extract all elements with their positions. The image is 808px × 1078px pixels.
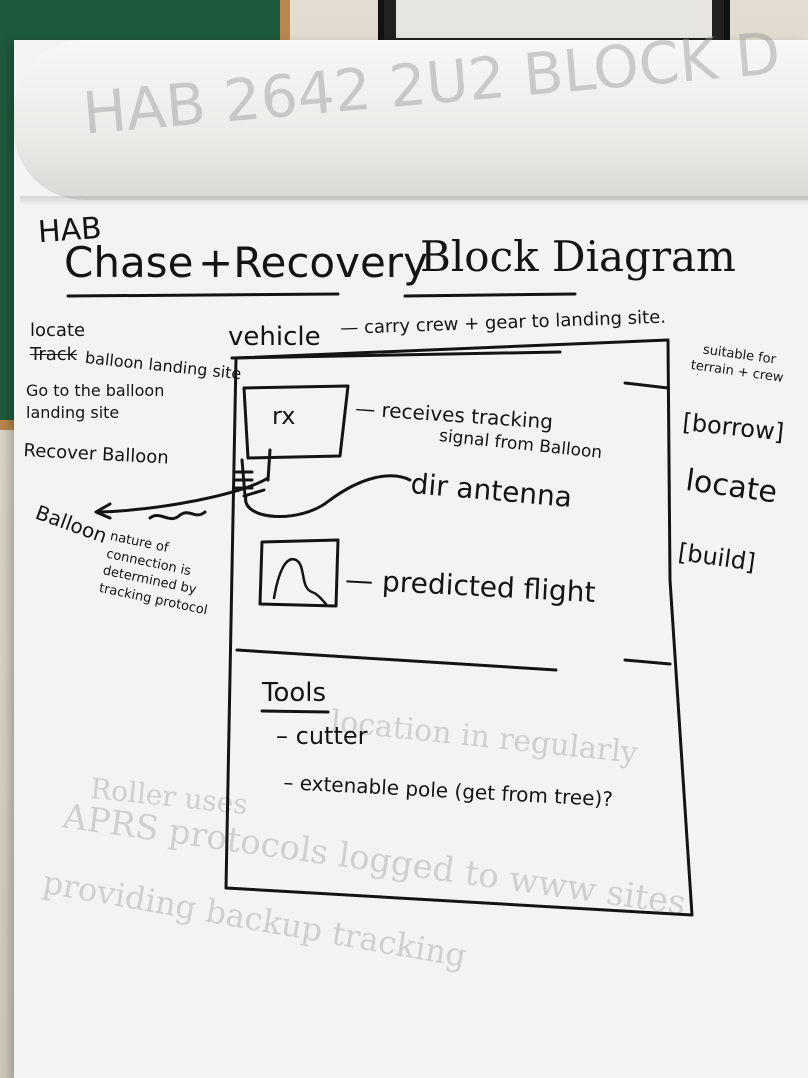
antenna-cable (244, 474, 412, 518)
note-goto: Go to the balloon landing site (26, 381, 165, 423)
balloon-arrow-head (94, 502, 112, 520)
rx-box (242, 384, 350, 460)
title-part-1: Chase (64, 238, 194, 287)
title-part-3: Block Diagram (420, 232, 736, 281)
antenna-mast (234, 448, 272, 498)
rx-label: rx (272, 402, 296, 430)
vehicle-box (224, 338, 694, 917)
flight-path (272, 558, 328, 606)
title-part-2: +Recovery (198, 238, 428, 287)
tools-underline (260, 709, 330, 714)
flipchart-paper (14, 40, 808, 1078)
tools-divider (235, 648, 558, 672)
tools-heading: Tools (262, 678, 327, 708)
vehicle-label: vehicle (228, 322, 321, 352)
note-track-strike: Track (30, 344, 78, 365)
tools-item-cutter: – cutter (276, 722, 368, 750)
roll-shadow (20, 196, 808, 206)
flipchart-roll (14, 40, 808, 200)
balloon-connection-line (98, 476, 270, 514)
flight-box (258, 538, 340, 608)
connection-wiggle (148, 510, 207, 521)
right-bracket (623, 381, 672, 666)
note-locate: locate (30, 320, 86, 341)
title-underline-right (403, 292, 577, 298)
picture-frame-inner (396, 0, 712, 38)
title-underline-left (66, 292, 340, 298)
